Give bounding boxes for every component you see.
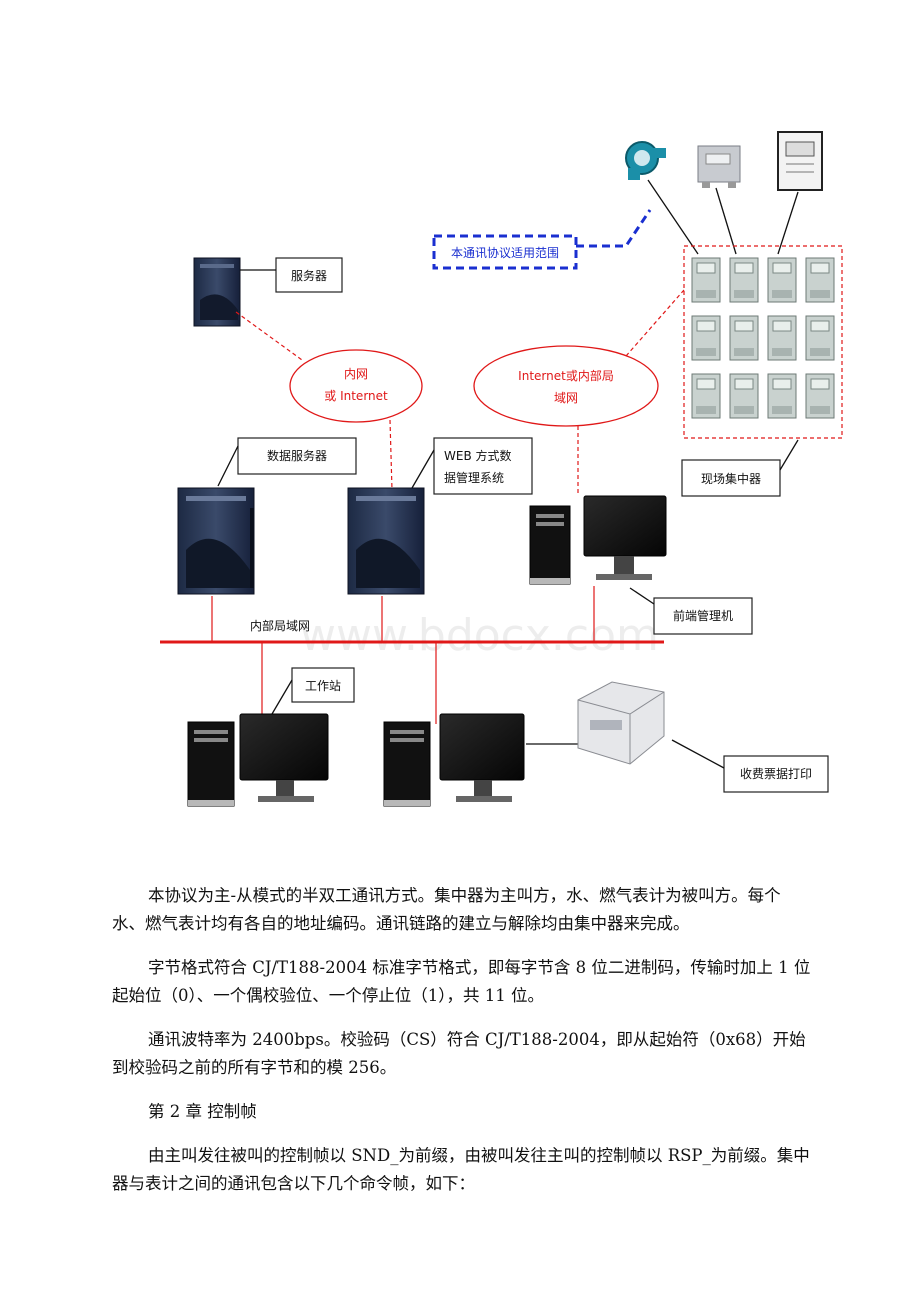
printer-icon xyxy=(577,681,665,765)
internet-cloud xyxy=(473,345,659,427)
internet-cloud-line1: Internet或内部局 xyxy=(518,368,614,383)
web-label-line1: WEB 方式数 xyxy=(444,448,512,463)
server-icon xyxy=(193,257,241,327)
body-text: 本协议为主-从模式的半双工通讯方式。集中器为主叫方，水、燃气表计为被叫方。每个水… xyxy=(112,882,812,1198)
meter-unit-icon xyxy=(805,315,835,361)
billing-pc-icon xyxy=(383,713,525,807)
web-label-line2: 据管理系统 xyxy=(444,470,504,485)
concentrator-group xyxy=(683,245,843,439)
meter-unit-icon xyxy=(691,373,721,419)
paragraph-4: 由主叫发往被叫的控制帧以 SND_为前缀，由被叫发往主叫的控制帧以 RSP_为前… xyxy=(112,1146,810,1193)
intranet-cloud-line1: 内网 xyxy=(344,367,368,381)
meter-unit-icon xyxy=(729,315,759,361)
network-diagram: www.bdocx.com 本通讯协议适用范围 现场集中器 服务器 xyxy=(160,131,843,807)
electric-meter-icon xyxy=(777,131,823,191)
workstation-label: 工作站 xyxy=(305,679,341,693)
meter-unit-icon xyxy=(805,257,835,303)
data-server-label: 数据服务器 xyxy=(267,448,327,463)
watermark: www.bdocx.com xyxy=(300,610,659,661)
chapter-heading: 第 2 章 控制帧 xyxy=(148,1102,257,1121)
meter-unit-icon xyxy=(729,257,759,303)
lan-label: 内部局域网 xyxy=(250,618,310,633)
meter-unit-icon xyxy=(767,257,797,303)
intranet-cloud-line2: 或 Internet xyxy=(324,389,388,403)
frontend-pc-icon xyxy=(529,495,667,585)
billing-label: 收费票据打印 xyxy=(740,767,812,781)
meter-unit-icon xyxy=(767,373,797,419)
meter-unit-icon xyxy=(767,315,797,361)
water-meter-icon xyxy=(625,141,666,180)
paragraph-1: 本协议为主-从模式的半双工通讯方式。集中器为主叫方，水、燃气表计为被叫方。每个水… xyxy=(112,886,781,933)
paragraph-3: 通讯波特率为 2400bps。校验码（CS）符合 CJ/T188-2004，即从… xyxy=(112,1030,806,1077)
gas-meter-icon xyxy=(697,145,741,188)
meter-unit-icon xyxy=(691,315,721,361)
concentrator-units xyxy=(691,257,835,419)
internet-cloud-line2: 域网 xyxy=(554,391,578,405)
server-label: 服务器 xyxy=(291,268,327,283)
frontend-label: 前端管理机 xyxy=(673,608,733,623)
paragraph-2: 字节格式符合 CJ/T188-2004 标准字节格式，即每字节含 8 位二进制码… xyxy=(112,958,811,1005)
data-server-icon xyxy=(177,487,255,595)
intranet-cloud xyxy=(289,349,423,423)
meter-unit-icon xyxy=(691,257,721,303)
meter-unit-icon xyxy=(805,373,835,419)
web-server-icon xyxy=(347,487,425,595)
meter-unit-icon xyxy=(729,373,759,419)
concentrator-label: 现场集中器 xyxy=(701,471,761,486)
scope-label: 本通讯协议适用范围 xyxy=(451,245,559,260)
workstation-pc-icon xyxy=(187,713,329,807)
